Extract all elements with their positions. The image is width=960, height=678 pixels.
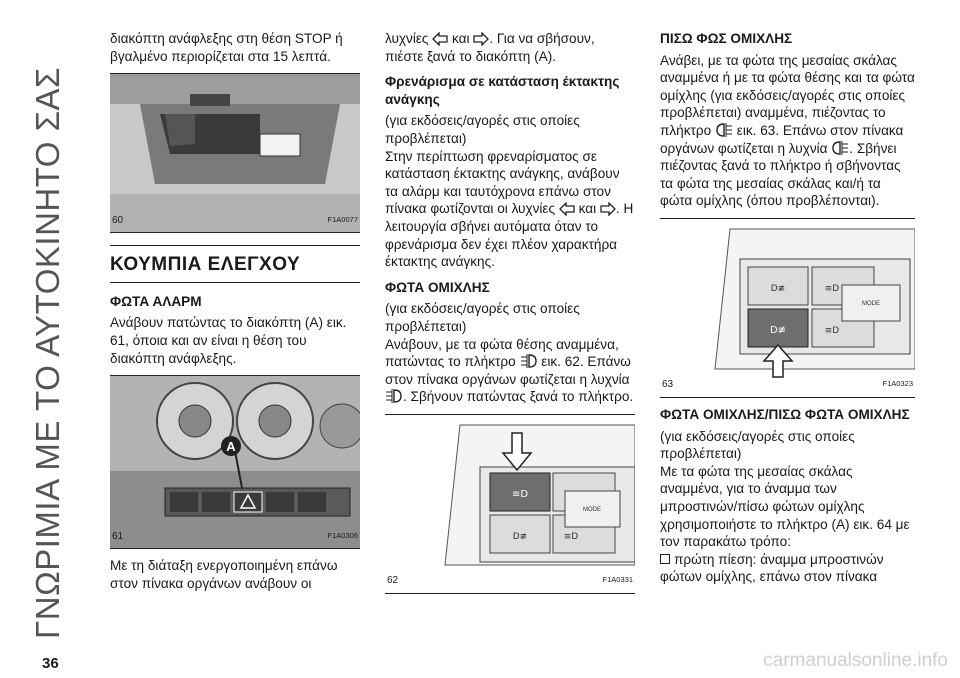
after-figure-text: Με τη διάταξη ενεργοποιημένη επάνω στον … <box>110 558 338 591</box>
side-chapter-title-text: ΓΝΩΡΙΜΙΑ ΜΕ ΤΟ ΑΥΤΟΚΙΝΗΤΟ ΣΑΣ <box>29 67 66 639</box>
brake-heading: Φρενάρισμα σε κατάσταση έκτακτης ανάγκης <box>385 74 620 107</box>
figure-62: ≡D ≡D D≢ ≡D MODE 62 F1A0331 <box>385 413 635 594</box>
page-number: 36 <box>42 655 59 672</box>
text-fragment: . Σβήνει πιέζοντας ξανά το πλήκτρο ή σβή… <box>660 140 901 209</box>
figure-61: A 61 F1A0306 <box>110 375 360 550</box>
text-fragment: . Για να σβήσουν, πιέστε ξανά το διακόπτ… <box>385 31 595 64</box>
callout-a-label: A <box>226 439 236 454</box>
column-3: ΠΙΣΩ ΦΩΣ ΟΜΙΧΛΗΣ Ανάβει, με τα φώτα της … <box>660 30 915 594</box>
callout-a-circle <box>221 436 241 457</box>
mode-label: MODE <box>583 507 601 513</box>
front-fog-icon <box>520 354 537 369</box>
text-fragment: Ανάβει, με τα φώτα της μεσαίας σκάλας αν… <box>660 52 915 138</box>
text-fragment: . Η λειτουργία σβήνει αυτόματα όταν το φ… <box>385 201 634 270</box>
text-fragment: . Σβήνουν πατώντας ξανά το πλήκτρο. <box>403 389 634 405</box>
svg-text:≡D: ≡D <box>512 489 528 500</box>
storage-compartment-illustration <box>110 74 360 233</box>
column-1: διακόπτη ανάφλεξης στη θέση STOP ή βγαλμ… <box>110 30 360 600</box>
rear-fog-heading: ΠΙΣΩ ΦΩΣ ΟΜΙΧΛΗΣ <box>660 31 793 46</box>
text-fragment: και <box>578 201 597 217</box>
svg-text:D≢: D≢ <box>513 532 527 542</box>
arrow-right-icon <box>600 202 616 217</box>
side-chapter-title: ΓΝΩΡΙΜΙΑ ΜΕ ΤΟ ΑΥΤΟΚΙΝΗΤΟ ΣΑΣ <box>0 0 80 678</box>
arrow-right-icon <box>473 32 490 46</box>
figure-62-code: F1A0331 <box>602 575 633 585</box>
figure-63-number: 63 <box>662 379 674 391</box>
rear-fog-icon <box>716 122 732 137</box>
fog-text: Ανάβουν, με τα φώτα θέσης αναμμένα, πατώ… <box>385 336 635 406</box>
mode-label: MODE <box>862 301 880 307</box>
text-fragment: Ανάβουν, με τα φώτα θέσης αναμμένα, πατώ… <box>385 336 619 370</box>
bullet-item: πρώτη πίεση: άναμμα μπροστινών φώτων ομί… <box>660 551 915 586</box>
rear-fog-text: Ανάβει, με τα φώτα της μεσαίας σκάλας αν… <box>660 52 915 210</box>
bullet-text: πρώτη πίεση: άναμμα μπροστινών φώτων ομί… <box>660 551 884 585</box>
rear-fog-icon <box>832 140 849 155</box>
section-title: ΚΟΥΜΠΙΑ ΕΛΕΓΧΟΥ <box>110 254 301 276</box>
svg-text:≡D: ≡D <box>825 284 840 294</box>
hazard-switch-illustration: A <box>110 376 360 549</box>
square-bullet-icon <box>660 553 670 564</box>
text-fragment: εικ. 62. Επάνω στον πίνακα οργάνων φωτίζ… <box>385 354 631 387</box>
brake-subtitle: (για εκδόσεις/αγορές στις οποίες προβλέπ… <box>385 113 580 146</box>
front-fog-icon <box>386 389 402 404</box>
text-fragment: και <box>452 31 470 46</box>
svg-text:≡D: ≡D <box>825 326 840 336</box>
figure-63: D≢ ≡D D≢ ≡D MODE 63 F1A0323 <box>660 217 915 398</box>
column-2: λυχνίες και . Για να σβήσουν, πιέστε ξαν… <box>385 30 635 602</box>
brake-text: Στην περίπτωση φρεναρίσματος σε κατάστασ… <box>385 148 635 271</box>
arrow-left-icon <box>432 32 448 46</box>
fog-subtitle: (για εκδόσεις/αγορές στις οποίες προβλέπ… <box>385 301 580 334</box>
hazard-heading: ΦΩΤΑ ΑΛΑΡΜ <box>110 293 202 309</box>
fog-heading: ΦΩΤΑ ΟΜΙΧΛΗΣ <box>385 279 490 295</box>
svg-text:D≢: D≢ <box>770 325 786 336</box>
rear-fog-button-panel-illustration: D≢ ≡D D≢ ≡D MODE <box>660 218 915 397</box>
figure-61-number: 61 <box>112 530 124 542</box>
figure-60-number: 60 <box>112 214 124 226</box>
figure-60-code: F1A0077 <box>327 214 358 224</box>
figure-63-code: F1A0323 <box>882 379 913 389</box>
figure-62-number: 62 <box>387 575 399 587</box>
intro-text: διακόπτη ανάφλεξης στη θέση STOP ή βγαλμ… <box>110 31 343 64</box>
text-fragment: λυχνίες <box>385 31 429 46</box>
fog-rear-fog-text: Με τα φώτα της μεσαίας σκάλας αναμμένα, … <box>660 463 910 550</box>
text-fragment: Στην περίπτωση φρεναρίσματος σε κατάστασ… <box>385 148 620 217</box>
arrow-left-icon <box>558 202 575 217</box>
figure-60: 60 F1A0077 <box>110 73 360 234</box>
figure-61-code: F1A0306 <box>327 530 358 540</box>
hazard-continued-text: λυχνίες και . Για να σβήσουν, πιέστε ξαν… <box>385 30 635 65</box>
fog-rear-fog-subtitle: (για εκδόσεις/αγορές στις οποίες προβλέπ… <box>660 428 855 462</box>
fog-button-panel-illustration: ≡D ≡D D≢ ≡D MODE <box>385 414 635 593</box>
svg-text:D≢: D≢ <box>771 284 785 294</box>
svg-text:≡D: ≡D <box>564 532 579 542</box>
fog-rear-fog-heading: ΦΩΤΑ ΟΜΙΧΛΗΣ/ΠΙΣΩ ΦΩΤΑ ΟΜΙΧΛΗΣ <box>660 406 910 422</box>
footer-watermark-url: carmanualsonline.info <box>763 650 948 671</box>
text-fragment: εικ. 63. Επάνω στον πίνακα οργάνων φωτίζ… <box>660 122 904 156</box>
hazard-text: Ανάβουν πατώντας το διακόπτη (A) εικ. 61… <box>110 315 347 366</box>
